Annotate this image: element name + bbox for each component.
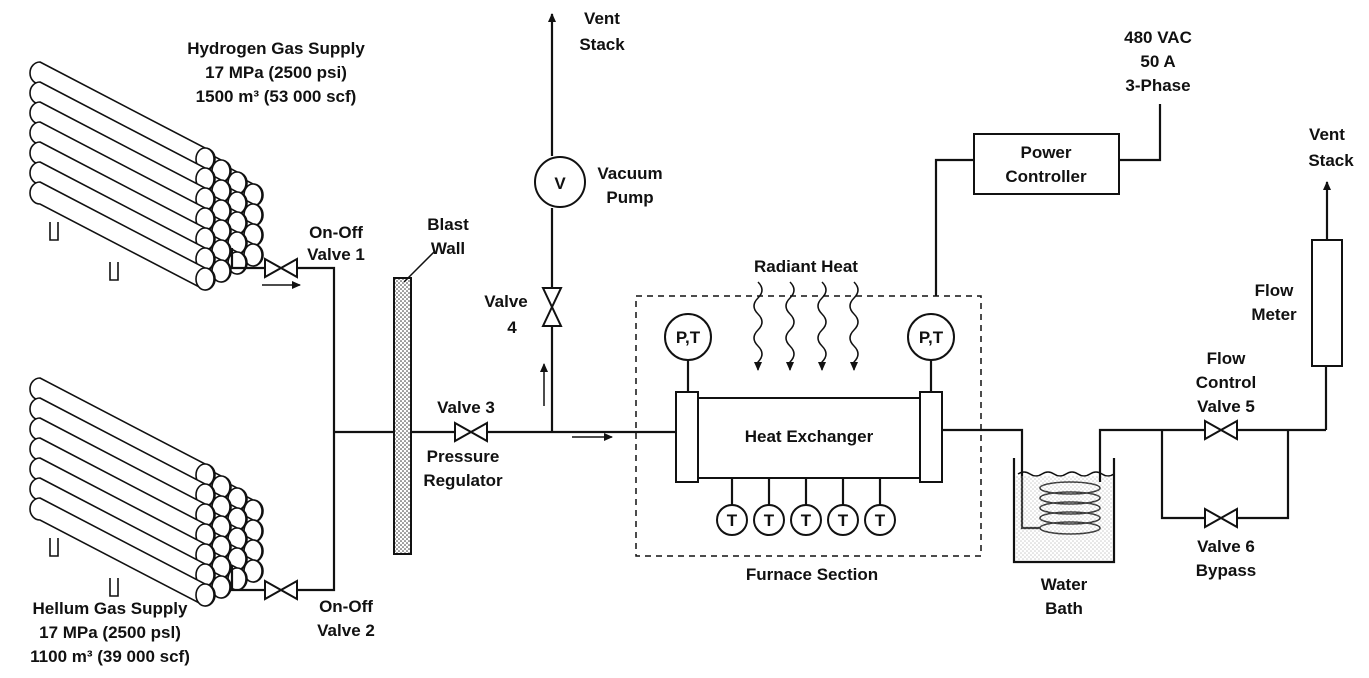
water-bath-label-line-1: Water: [1041, 575, 1088, 594]
hydrogen-cylinder-bundle: [29, 61, 264, 291]
power-controller-label-line-1: Power: [1020, 143, 1071, 162]
t-sensor-1: T: [716, 478, 748, 536]
power-supply-cable: [1119, 104, 1162, 162]
flow-control-valve-5: [1204, 419, 1238, 441]
vacuum-pump: [534, 156, 586, 208]
vacuum-pump-symbol: V: [554, 174, 566, 193]
pt-sensor-right-label: P,T: [919, 328, 944, 347]
helium-supply-volume: 1100 m³ (39 000 scf): [30, 647, 190, 666]
radiant-heat-label: Radiant Heat: [754, 257, 858, 276]
valve-5-label-line-3: Valve 5: [1197, 397, 1255, 416]
power-supply-current: 50 A: [1140, 52, 1175, 71]
heat-exchanger: [697, 397, 921, 479]
power-supply-phase: 3-Phase: [1125, 76, 1190, 95]
helium-cylinder-bundle: [29, 377, 264, 607]
pt-sensor-left-label: P,T: [676, 328, 701, 347]
vent-stack-1-label-line-1: Vent: [584, 9, 620, 28]
on-off-valve-2: [264, 579, 298, 601]
vent-stack-1-label-line-2: Stack: [579, 35, 625, 54]
t-sensor-2: T: [753, 478, 785, 536]
t-sensor-3: T: [790, 478, 822, 536]
water-bath-label-line-2: Bath: [1045, 599, 1083, 618]
pt-sensor-right: [907, 313, 955, 361]
helium-supply-name: Hellum Gas Supply: [33, 599, 188, 618]
hydrogen-supply-pipe: [230, 248, 336, 432]
valve-5-label-line-1: Flow: [1207, 349, 1246, 368]
valve-4-label-line-1: Valve: [484, 292, 528, 311]
valve-4-label-line-2: 4: [507, 318, 517, 337]
t-sensor-3-label: T: [801, 511, 812, 530]
vent-stack-2-label-line-2: Stack: [1308, 151, 1354, 170]
power-cable-to-furnace: [934, 158, 974, 296]
valve-5-label-line-2: Control: [1196, 373, 1256, 392]
valve-1-label-line-1: On-Off: [309, 223, 363, 242]
flow-meter: [1311, 239, 1343, 367]
power-supply-voltage: 480 VAC: [1124, 28, 1192, 47]
blast-wall: [393, 277, 412, 555]
pressure-regulator-label-line-2: Regulator: [423, 471, 503, 490]
t-sensor-4-label: T: [838, 511, 849, 530]
bypass-loop-pipe: [1160, 430, 1290, 520]
hydrogen-supply-name: Hydrogen Gas Supply: [187, 39, 365, 58]
power-controller-label-line-2: Controller: [1005, 167, 1087, 186]
valve-6-label-line-2: Bypass: [1196, 561, 1256, 580]
on-off-valve-1: [264, 257, 298, 279]
vacuum-pump-label-line-1: Vacuum: [597, 164, 662, 183]
valve-3-label: Valve 3: [437, 398, 495, 417]
temperature-sensors: T T T T T: [716, 478, 896, 536]
pressure-regulator-label-line-1: Pressure: [427, 447, 500, 466]
valve-6-label-line-1: Valve 6: [1197, 537, 1255, 556]
bath-outlet-pipe: [1098, 428, 1326, 482]
hydrogen-supply-volume: 1500 m³ (53 000 scf): [196, 87, 357, 106]
flow-meter-label-line-2: Meter: [1251, 305, 1297, 324]
hydrogen-supply-pressure: 17 MPa (2500 psi): [205, 63, 347, 82]
t-sensor-2-label: T: [764, 511, 775, 530]
bypass-valve-6: [1204, 507, 1238, 529]
valve-2-label-line-1: On-Off: [319, 597, 373, 616]
furnace-section-label: Furnace Section: [746, 565, 878, 584]
t-sensor-4: T: [827, 478, 859, 536]
flow-meter-label-line-1: Flow: [1255, 281, 1294, 300]
valve-4: [541, 287, 563, 327]
power-controller: [973, 133, 1120, 195]
vent-stack-2-label-line-1: Vent: [1309, 125, 1345, 144]
radiant-heat-arrows: [753, 281, 859, 371]
heat-exchanger-left-header: [675, 391, 699, 483]
furnace-section-boundary: [635, 295, 982, 557]
blast-wall-label-line-1: Blast: [427, 215, 469, 234]
t-sensor-1-label: T: [727, 511, 738, 530]
helium-supply-pipe: [230, 432, 336, 592]
t-sensor-5: T: [864, 478, 896, 536]
valve-2-label-line-2: Valve 2: [317, 621, 375, 640]
pt-sensor-left: [664, 313, 712, 361]
blast-wall-label-line-2: Wall: [431, 239, 465, 258]
vacuum-pump-label-line-2: Pump: [606, 188, 653, 207]
heat-exchanger-right-header: [919, 391, 943, 483]
helium-supply-pressure: 17 MPa (2500 psl): [39, 623, 181, 642]
blast-wall-leader: [403, 251, 435, 283]
t-sensor-5-label: T: [875, 511, 886, 530]
valve-1-label-line-2: Valve 1: [307, 245, 365, 264]
heat-exchanger-label: Heat Exchanger: [745, 427, 874, 446]
valve-3: [454, 421, 488, 443]
water-bath: [1012, 458, 1116, 564]
